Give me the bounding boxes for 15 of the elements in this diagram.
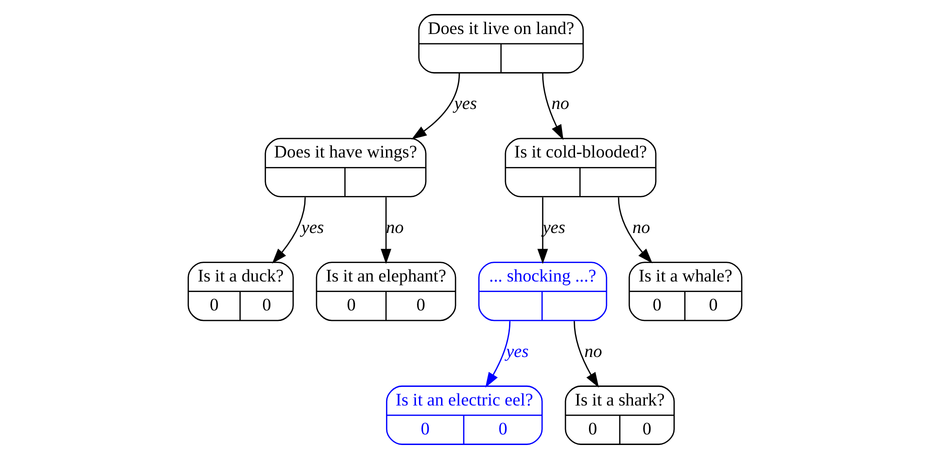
arrow xyxy=(573,320,598,388)
arrow xyxy=(542,72,563,140)
edge-label: yes xyxy=(300,216,324,236)
arrow xyxy=(272,196,306,264)
arrow xyxy=(380,196,391,264)
edge-label: no xyxy=(551,92,569,113)
arrow xyxy=(410,72,460,139)
arrow xyxy=(617,196,652,263)
edge-label: no xyxy=(386,216,404,236)
edge-label: yes xyxy=(506,340,528,360)
arrow xyxy=(536,196,548,264)
edge-label: no xyxy=(632,216,650,236)
edge-label: yes xyxy=(454,92,476,113)
edge-label: no xyxy=(584,340,602,360)
arrow xyxy=(484,320,510,388)
